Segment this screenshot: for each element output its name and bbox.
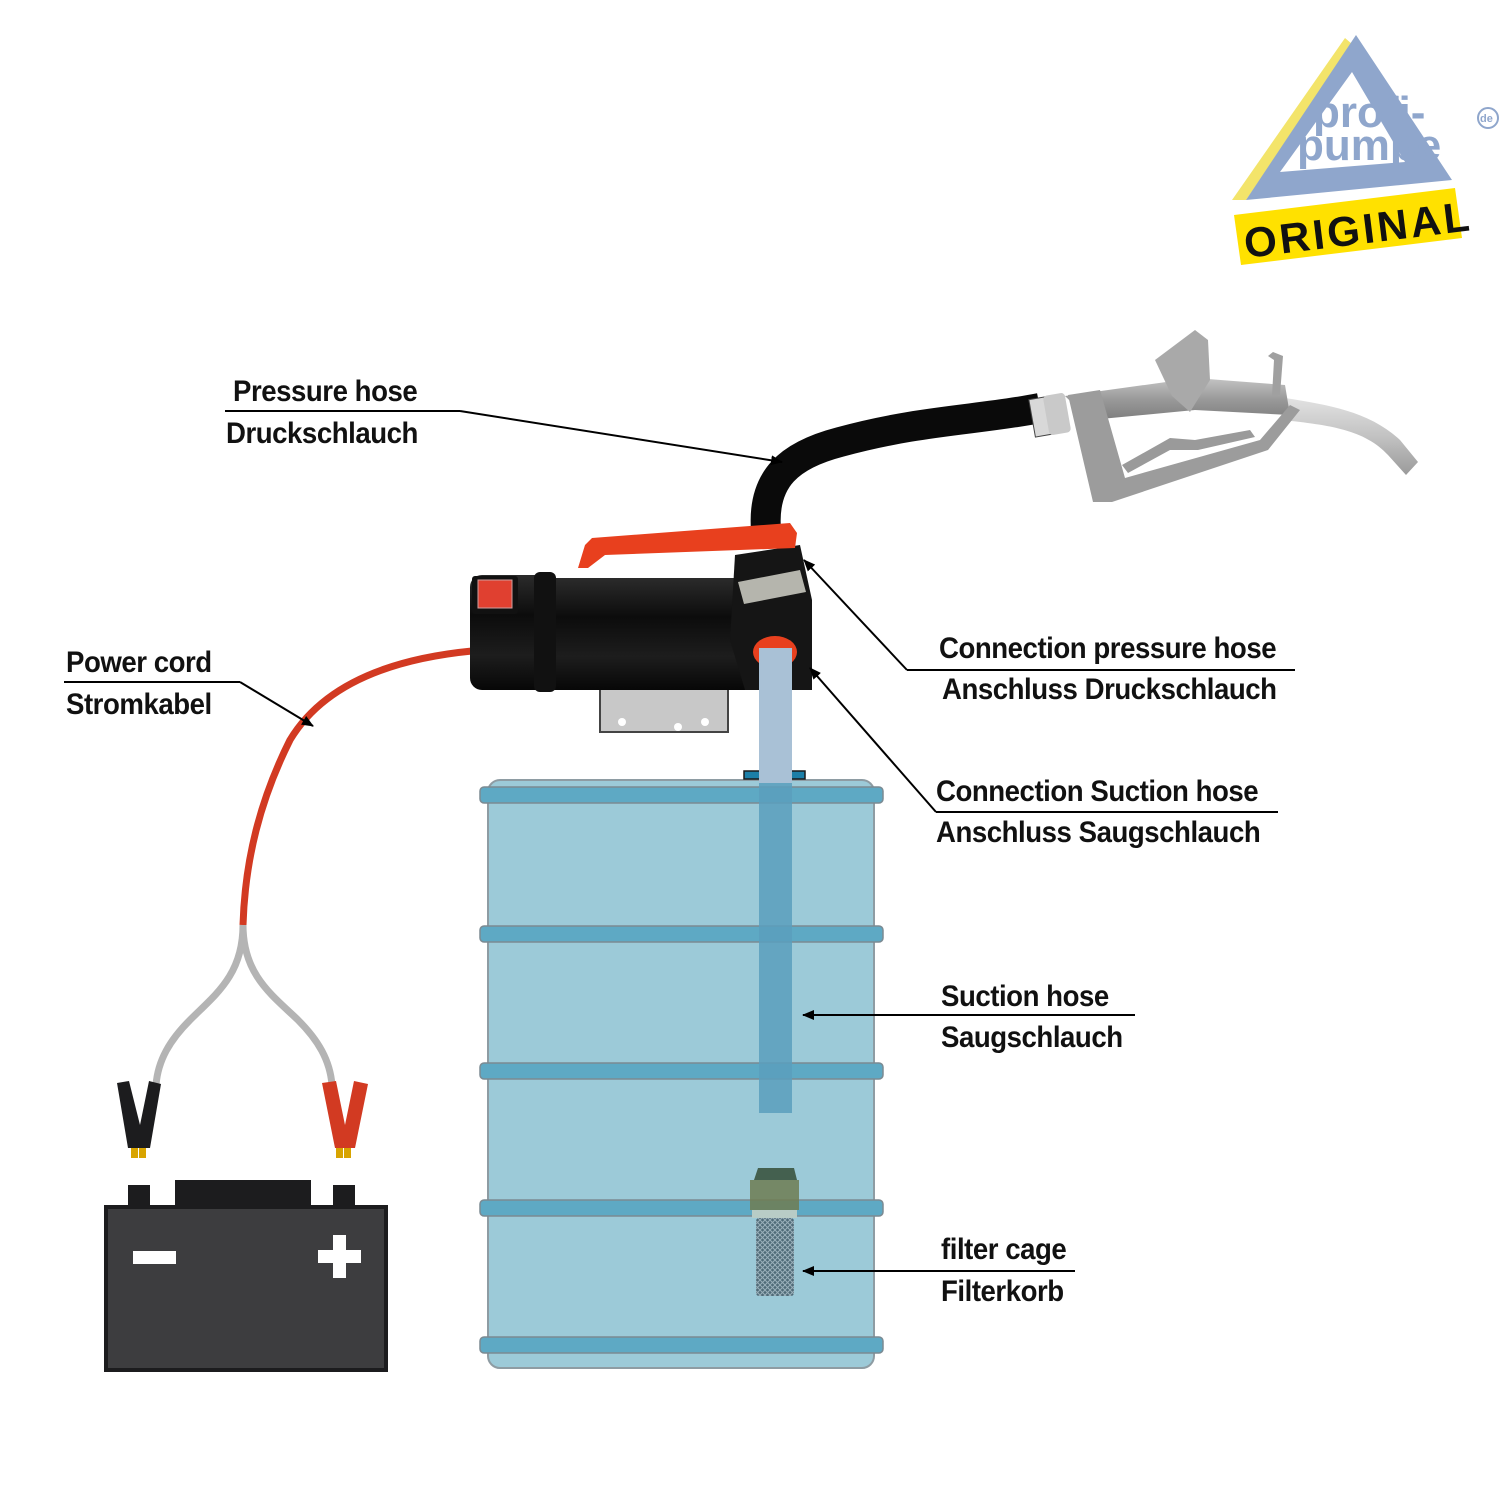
negative-clamp: [117, 1081, 161, 1158]
filter-cage-ring: [752, 1210, 797, 1218]
positive-clamp-tip: [336, 1148, 343, 1158]
pump-carry-handle: [578, 523, 797, 568]
label-power-cord-de: Stromkabel: [66, 688, 212, 721]
barrel-band: [479, 1336, 884, 1354]
bracket-hole: [674, 723, 682, 731]
label-suction-hose-en: Suction hose: [941, 980, 1109, 1013]
leader-arrow: [809, 667, 937, 813]
label-connection-suction-hose-en: Connection Suction hose: [936, 775, 1259, 808]
barrel-band: [479, 925, 884, 943]
positive-clamp-tip: [344, 1148, 351, 1158]
pump-motor-ring: [534, 572, 556, 692]
power-cord-red: [239, 647, 473, 926]
logo-registered-circle: [1477, 107, 1499, 129]
suction-hose-inside: [759, 783, 792, 1113]
logo-yellow-accent: [1232, 38, 1352, 200]
profi-pumpe-logo: profi- pumpe de ORIGINAL: [1232, 35, 1499, 267]
nozzle-grip: [1068, 390, 1300, 502]
bracket-hole: [618, 718, 626, 726]
battery-plus-icon-vertical: [333, 1235, 346, 1278]
barrel-band: [479, 1062, 884, 1080]
label-connection-pressure-hose-de: Anschluss Druckschlauch: [942, 673, 1277, 706]
label-filter-cage-de: Filterkorb: [941, 1275, 1064, 1308]
battery-negative-terminal: [128, 1185, 150, 1210]
label-connection-suction-hose-de: Anschluss Saugschlauch: [936, 816, 1261, 849]
nozzle-swivel: [1043, 393, 1071, 435]
car-battery: [104, 1180, 388, 1372]
filter-cage-mesh: [756, 1218, 794, 1296]
nozzle-spout: [1282, 398, 1418, 475]
logo-text-profi: profi-: [1313, 88, 1425, 137]
barrel-band: [479, 786, 884, 804]
battery-body: [104, 1205, 388, 1372]
negative-clamp-tip: [139, 1148, 146, 1158]
suction-hose-connector: [759, 648, 792, 708]
logo-text-pumpe: pumpe: [1297, 121, 1441, 170]
barrel-band: [479, 1199, 884, 1217]
pump-power-switch[interactable]: [477, 579, 513, 609]
positive-clamp: [322, 1081, 368, 1158]
filter-cage: [750, 1168, 799, 1296]
leader-pressure-hose: [225, 410, 783, 466]
nozzle-housing: [1155, 330, 1210, 412]
bracket-hole: [701, 718, 709, 726]
fuel-barrel: [479, 770, 884, 1369]
battery-positive-terminal: [333, 1185, 355, 1210]
electric-pump: [470, 523, 812, 733]
leader-arrow: [803, 559, 908, 671]
pump-head-clamp: [738, 570, 806, 604]
leader-arrow: [239, 681, 314, 727]
leader-connection-pressure-hose: [803, 559, 1295, 671]
pressure-hose: [750, 393, 1043, 532]
negative-clamp-tip: [131, 1148, 138, 1158]
leader-arrow: [459, 410, 783, 466]
label-pressure-hose-en: Pressure hose: [233, 375, 418, 408]
label-connection-pressure-hose-en: Connection pressure hose: [939, 632, 1277, 665]
label-filter-cage-en: filter cage: [941, 1233, 1067, 1266]
label-power-cord-en: Power cord: [66, 646, 212, 679]
pump-motor-body: [535, 578, 755, 690]
power-cord-negative-lead: [152, 924, 247, 1086]
positive-clamp-jaw: [322, 1081, 368, 1148]
label-suction-hose-de: Saugschlauch: [941, 1021, 1123, 1054]
negative-clamp-jaw: [117, 1081, 161, 1148]
leader-connection-suction-hose: [809, 667, 1278, 813]
leader-power-cord: [64, 681, 314, 727]
nozzle-hook: [1268, 352, 1283, 396]
nozzle-trigger: [1122, 430, 1255, 473]
logo-badge-background: [1234, 188, 1462, 265]
fuel-nozzle: [1028, 330, 1418, 502]
logo-triangle: [1246, 35, 1452, 200]
filter-cage-collar: [754, 1168, 797, 1180]
power-cord-positive-lead: [239, 924, 336, 1086]
label-pressure-hose-de: Druckschlauch: [226, 417, 418, 450]
battery-minus-icon: [133, 1251, 176, 1264]
logo-text-de: de: [1480, 113, 1493, 125]
filter-cage-nut: [750, 1180, 799, 1210]
